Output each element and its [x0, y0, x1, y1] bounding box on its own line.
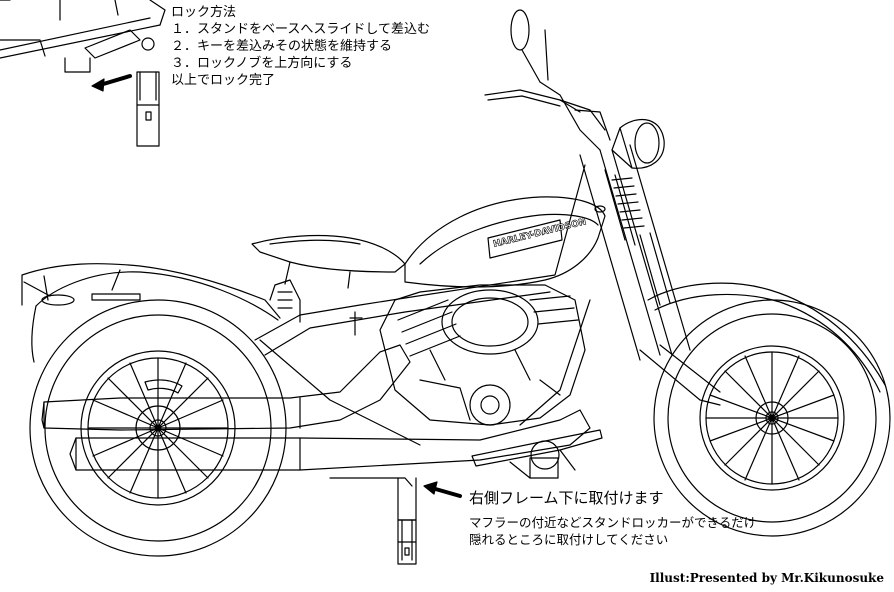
lock-step-1: １．スタンドをベースへスライドして差込む: [171, 22, 430, 37]
handlebars: [484, 9, 611, 151]
inset-stand-detail: [0, 0, 166, 147]
lock-step-3: ３．ロックノブを上方向にする: [171, 56, 353, 71]
mount-detail-line-2: 隠れるところに取付けしてください: [469, 532, 669, 547]
mount-detail-line-1: マフラーの付近などスタンドロッカーができるだけ: [469, 515, 757, 530]
lock-title: ロック方法: [171, 5, 237, 20]
mount-title: 右側フレーム下に取付けます: [469, 489, 664, 507]
front-fork: [579, 144, 721, 406]
inset-arrow: [91, 74, 132, 92]
mount-arrow: [423, 481, 462, 498]
rear-wheel: [29, 299, 287, 557]
rear-fender: [21, 263, 281, 363]
stand-locker: [329, 477, 417, 565]
illustration-credit: Illust:Presented by Mr.Kikunosuke: [649, 571, 884, 585]
lock-instructions: ロック方法 １．スタンドをベースへスライドして差込む ２．キーを差込みその状態を…: [171, 4, 430, 89]
seat: [251, 234, 406, 289]
floorboard: [471, 429, 603, 479]
exhaust: [41, 344, 591, 471]
engine: [379, 284, 586, 426]
mount-note: 右側フレーム下に取付けます マフラーの付近などスタンドロッカーができるだけ 隠れ…: [469, 488, 756, 548]
frame: [254, 164, 591, 446]
mount-detail: マフラーの付近などスタンドロッカーができるだけ 隠れるところに取付けしてください: [469, 514, 756, 548]
front-wheel: [653, 299, 891, 537]
headlight: [611, 118, 665, 169]
lock-footer: 以上でロック完了: [171, 73, 276, 88]
front-fender: [647, 282, 886, 393]
lock-step-2: ２．キーを差込みその状態を維持する: [171, 39, 393, 54]
